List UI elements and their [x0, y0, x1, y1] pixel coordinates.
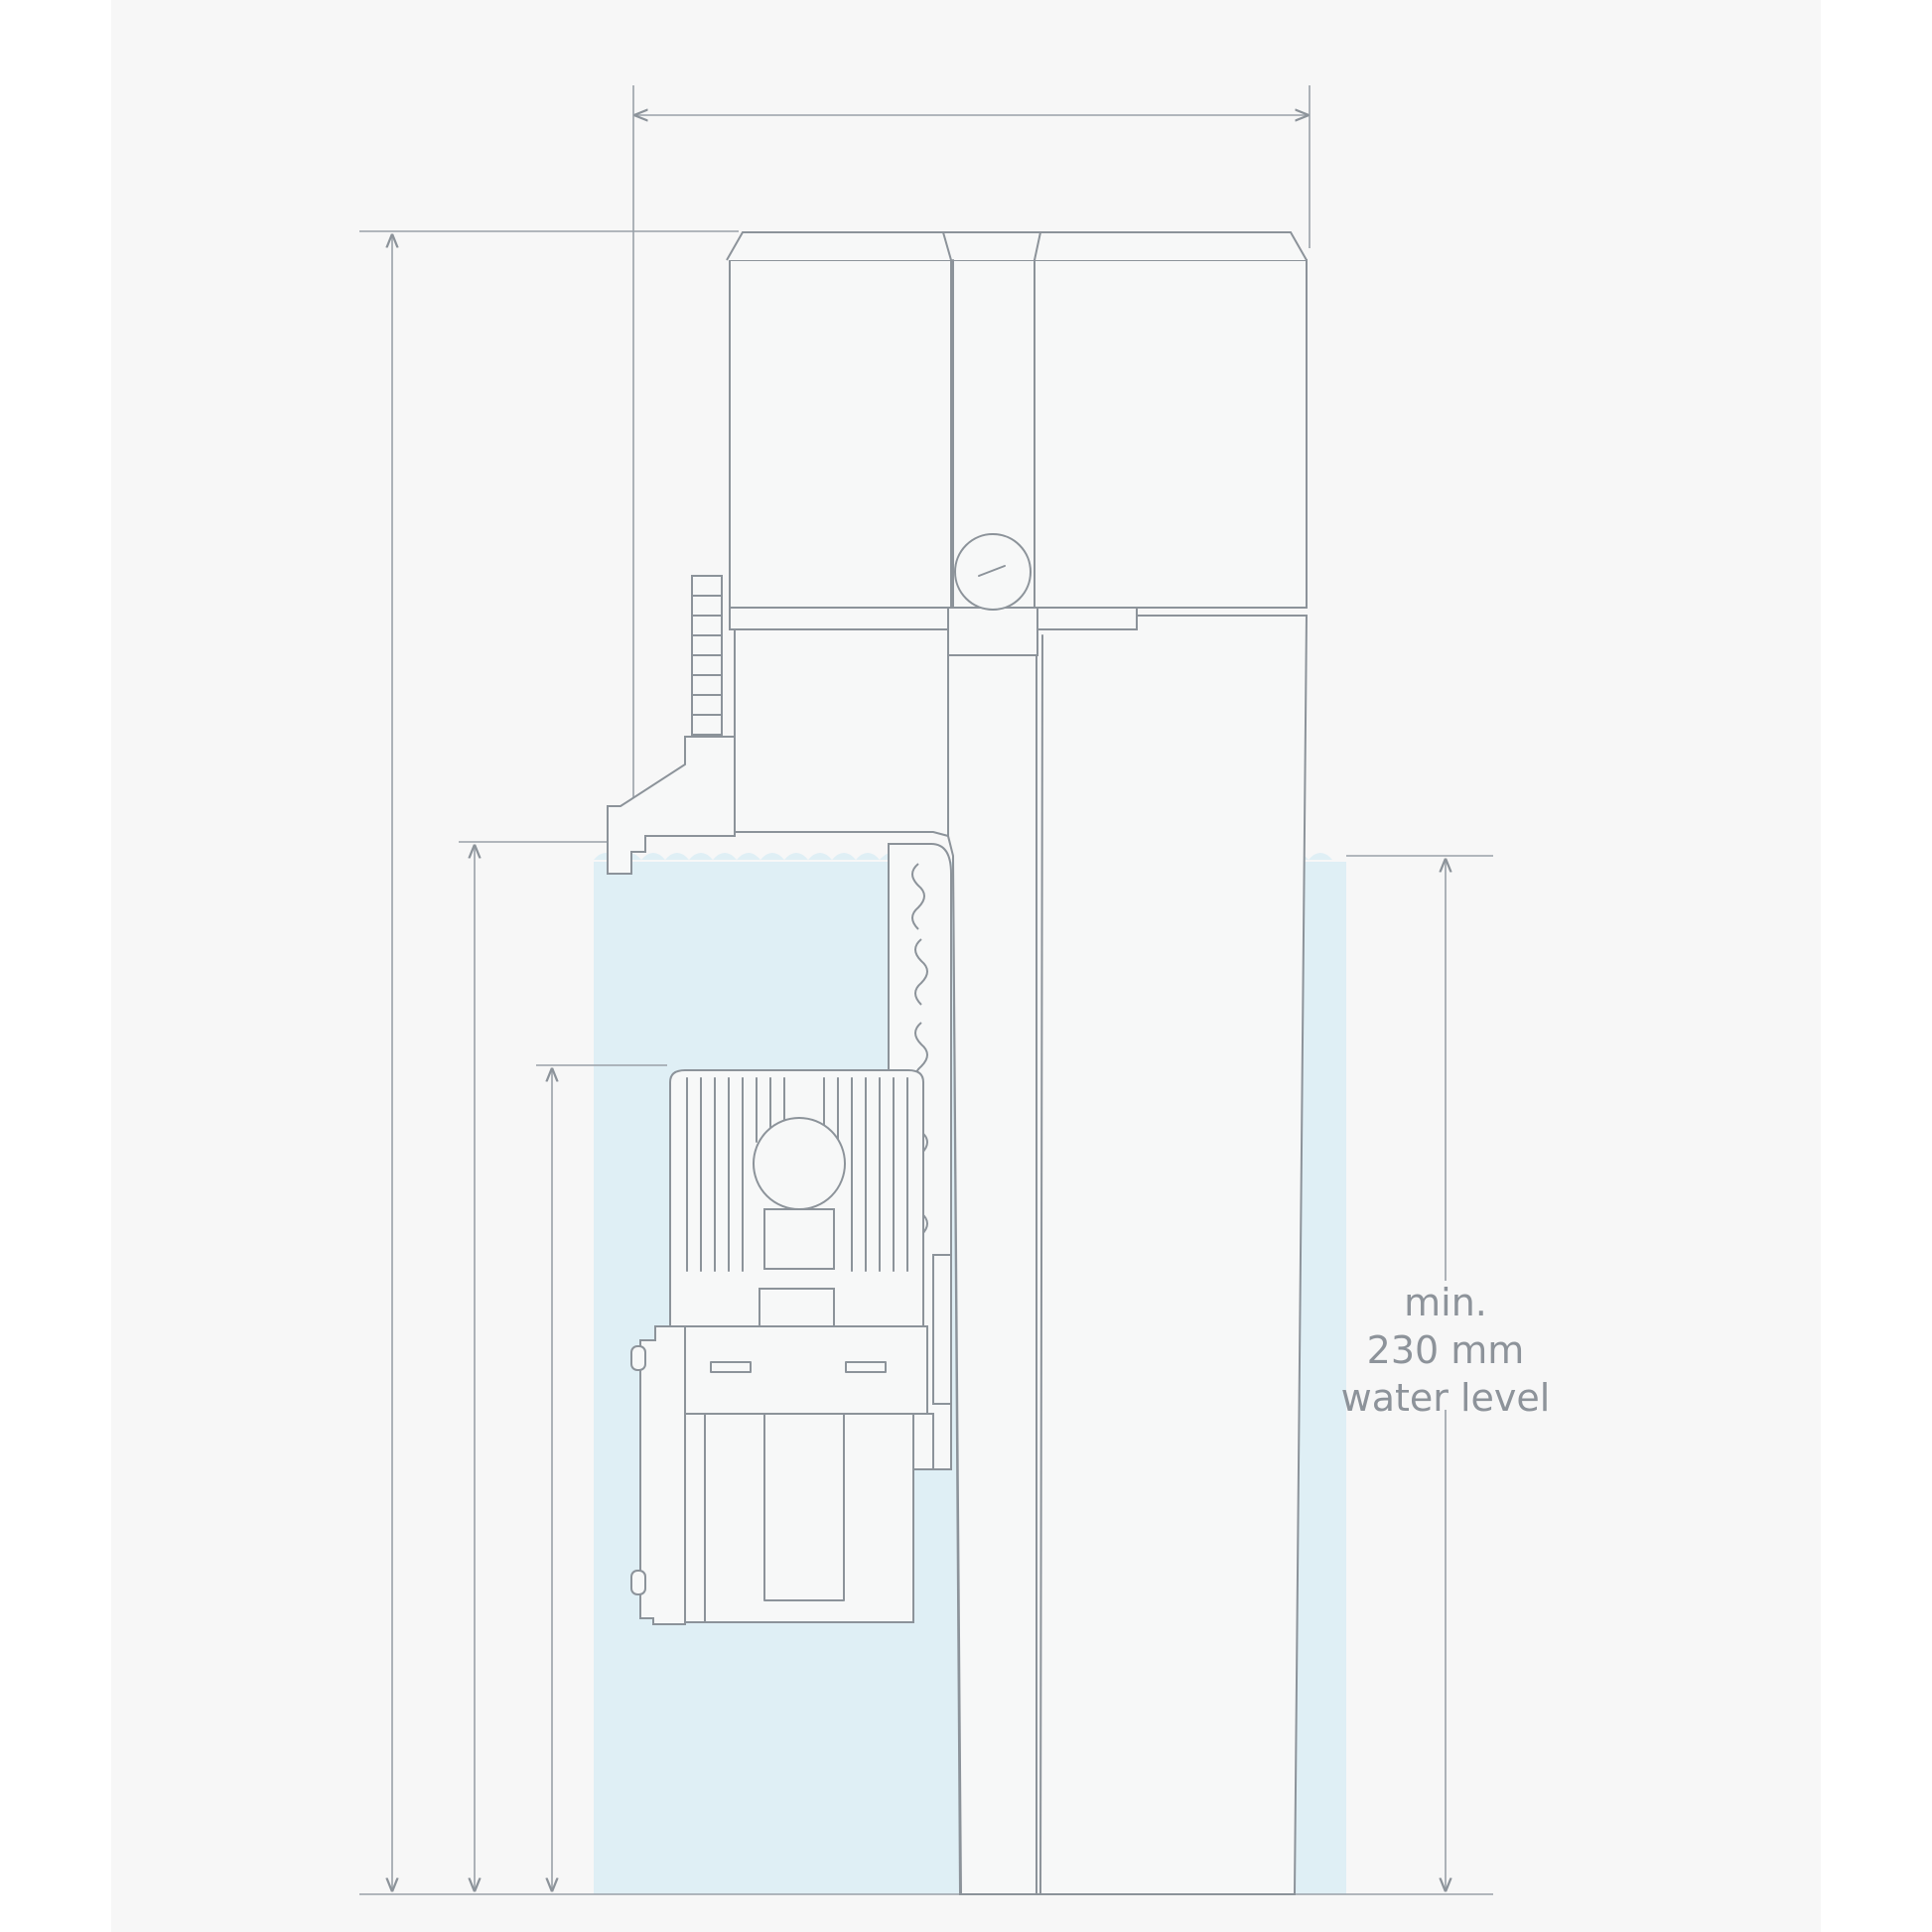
annotation-min: min.: [1404, 1281, 1487, 1324]
dimension-lines: [359, 85, 1493, 1895]
hang-on-bracket: [607, 736, 736, 875]
pump-impeller-housing: [666, 1325, 928, 1415]
pump-outlet-icon: [753, 1117, 846, 1210]
annotation-value: 230 mm: [1367, 1328, 1525, 1372]
water-level-annotation: min. 230 mm water level: [1341, 1281, 1551, 1420]
suction-plate: [639, 1325, 686, 1625]
pump-intake: [684, 1413, 914, 1623]
drain-knob-icon: [954, 533, 1032, 611]
pump: [630, 1069, 952, 1625]
skimmer-body: [607, 231, 1309, 1895]
cup-lid: [726, 231, 1308, 261]
annotation-caption: water level: [1341, 1376, 1551, 1420]
